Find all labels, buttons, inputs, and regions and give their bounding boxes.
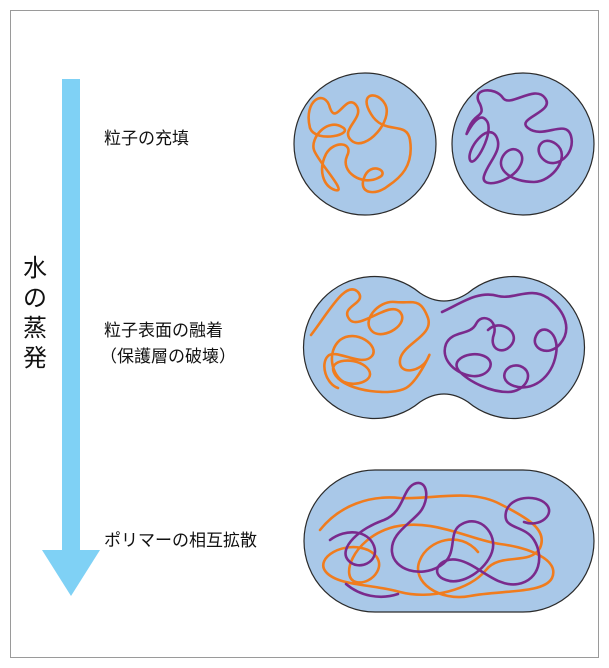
particle-left bbox=[293, 72, 437, 216]
diagram-frame bbox=[10, 10, 599, 658]
process-label-char: 蒸 bbox=[23, 314, 47, 342]
process-label-char: の bbox=[23, 284, 47, 312]
water-evaporation-label: 水 の 蒸 発 bbox=[20, 253, 50, 373]
stage-2-label-line2: （保護層の破壊） bbox=[100, 347, 236, 367]
stage-2-particles bbox=[302, 275, 586, 420]
process-label-char: 発 bbox=[23, 344, 47, 372]
polymer-chain-purple bbox=[328, 481, 551, 598]
particle-right bbox=[451, 72, 595, 216]
stage-3-particles bbox=[303, 469, 595, 613]
polymer-chain-purple bbox=[465, 89, 574, 185]
stage-1-particles bbox=[293, 72, 595, 216]
process-label-char: 水 bbox=[23, 254, 47, 282]
stage-1-label: 粒子の充填 bbox=[104, 129, 189, 149]
stage-2-label-line1: 粒子表面の融着 bbox=[104, 321, 223, 341]
polymer-chain-purple bbox=[440, 291, 568, 394]
polymer-chain-orange bbox=[309, 288, 431, 394]
stage-3-label: ポリマーの相互拡散 bbox=[104, 531, 257, 551]
arrow-head bbox=[42, 550, 100, 596]
polymer-chain-orange bbox=[318, 494, 555, 599]
polymer-chain-orange bbox=[307, 94, 412, 194]
arrow-shaft bbox=[62, 79, 80, 551]
